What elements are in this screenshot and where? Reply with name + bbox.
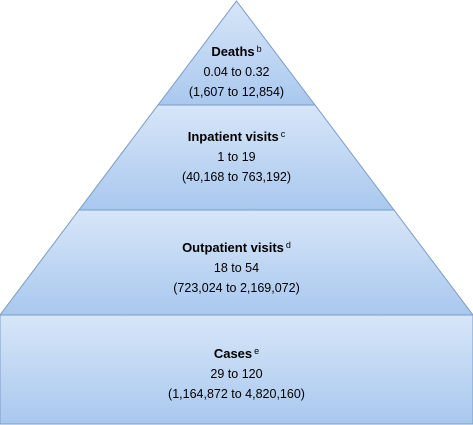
footnote-marker: c [280,129,286,139]
tier-count: (40,168 to 763,192) [181,170,292,184]
tier-count: (1,164,872 to 4,820,160) [168,387,305,401]
tier-rate: 18 to 54 [213,261,260,275]
footnote-marker: b [256,44,262,54]
tier-rate: 0.04 to 0.32 [203,65,270,79]
footnote-marker: e [254,346,260,356]
pyramid-tier-cases [0,314,473,425]
tier-rate: 1 to 19 [217,150,256,164]
tier-count: (723,024 to 2,169,072) [173,281,300,295]
tier-count: (1,607 to 12,854) [188,85,285,99]
pyramid-tier-outpatient-visits [0,209,473,316]
footnote-marker: d [285,240,291,250]
tier-rate: 29 to 120 [210,367,263,381]
